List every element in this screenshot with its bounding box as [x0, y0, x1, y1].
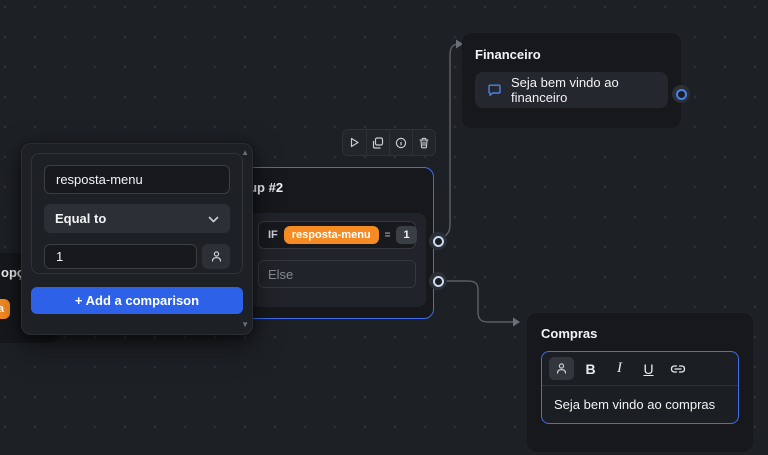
italic-button[interactable]: I [617, 360, 622, 376]
operator-select-value: Equal to [55, 211, 107, 226]
connector-ring [675, 88, 687, 100]
play-button[interactable] [343, 130, 366, 155]
editor-text[interactable]: Seja bem vindo ao compras [554, 397, 716, 412]
bubble-text: Seja bem vindo ao financeiro [511, 75, 619, 105]
node-financeiro[interactable]: Financeiro Seja bem vindo ao financeiro [462, 33, 681, 128]
connector-ring [432, 275, 444, 287]
if-outgoing-connector[interactable] [429, 232, 447, 250]
bold-button[interactable]: B [585, 360, 596, 377]
condition-operator: = [384, 229, 391, 241]
rich-text-editor[interactable]: B I U Seja bem vindo ao compras [541, 351, 739, 424]
scrollbar-down-icon[interactable]: ▼ [241, 320, 249, 329]
variable-input[interactable] [44, 165, 230, 194]
edge-else-to-compras [439, 280, 514, 323]
duplicate-button[interactable] [366, 130, 389, 155]
scrollbar-up-icon[interactable]: ▲ [241, 148, 249, 157]
if-label: IF [268, 229, 278, 241]
chat-bubble-icon [487, 83, 502, 98]
edge-arrow-compras [513, 317, 520, 327]
editor-divider [542, 385, 738, 386]
chevron-down-icon [208, 211, 219, 226]
trash-button[interactable] [412, 130, 435, 155]
node-title: Group #2 [226, 180, 284, 195]
node-title: Compras [541, 326, 598, 341]
node-compras[interactable]: Compras B I U Seja bem vi [527, 313, 753, 452]
insert-variable-button[interactable] [202, 244, 230, 269]
comparison-popover: Equal to + Add a comparison ▲ ▼ [21, 143, 253, 335]
connector-ring [432, 235, 444, 247]
text-bubble-block[interactable]: Seja bem vindo ao financeiro [475, 72, 668, 108]
financeiro-outgoing-connector[interactable] [672, 85, 690, 103]
condition-else-row[interactable]: Else [258, 260, 416, 288]
block-toolbar [342, 129, 436, 156]
condition-block[interactable]: IF resposta-menu = 1 Else [248, 213, 426, 307]
comparison-item[interactable]: Equal to [31, 153, 243, 274]
condition-value-pill[interactable]: 1 [396, 226, 417, 244]
else-outgoing-connector[interactable] [429, 272, 447, 290]
node-title: Financeiro [475, 47, 541, 62]
condition-if-row[interactable]: IF resposta-menu = 1 [258, 221, 417, 249]
edge-if-to-financeiro [438, 43, 460, 240]
link-icon[interactable] [665, 357, 690, 380]
value-input[interactable] [44, 244, 197, 269]
editor-toolbar: B I U [542, 352, 738, 385]
left-node-variable-pill[interactable]: resposta [0, 299, 10, 319]
else-label: Else [268, 266, 294, 282]
underline-button[interactable]: U [643, 360, 654, 377]
info-button[interactable] [389, 130, 412, 155]
condition-variable-pill[interactable]: resposta-menu [283, 226, 379, 244]
add-comparison-button[interactable]: + Add a comparison [31, 287, 243, 314]
person-icon[interactable] [549, 357, 574, 380]
operator-select[interactable]: Equal to [44, 204, 230, 233]
